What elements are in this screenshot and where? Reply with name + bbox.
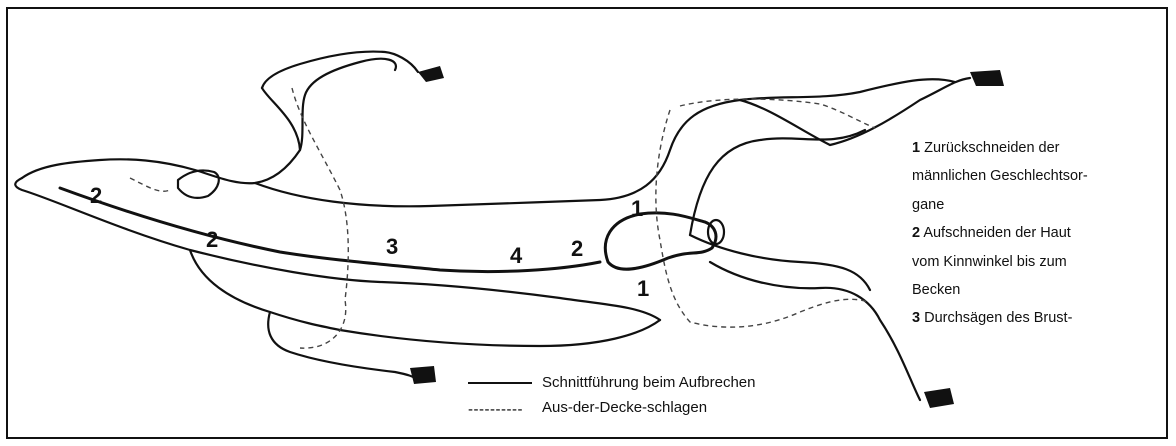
skin-line-rear-upper	[680, 99, 875, 128]
skin-line-front	[292, 88, 348, 348]
hoof-icon	[418, 66, 444, 82]
pelvis-outline	[605, 213, 716, 269]
label-2-head: 2	[90, 185, 102, 207]
solid-line-key-symbol	[468, 382, 532, 384]
label-2-pelvis: 2	[571, 238, 583, 260]
label-1-bottom: 1	[637, 278, 649, 300]
label-3-chest: 3	[386, 236, 398, 258]
legend-line: 1 Zurückschneiden der	[912, 134, 1157, 162]
legend-line: Becken	[912, 276, 1157, 304]
head-outline	[22, 59, 396, 184]
hoof-icon	[410, 366, 436, 384]
legend-line: 2 Aufschneiden der Haut	[912, 219, 1157, 247]
solid-line-key-label: Schnittführung beim Aufbrechen	[542, 374, 755, 391]
label-2-neck: 2	[206, 229, 218, 251]
ear-outline	[178, 170, 219, 198]
label-1-top: 1	[631, 198, 643, 220]
legend-line: 3 Durchsägen des Brust-	[912, 304, 1157, 332]
hoof-icon	[970, 70, 1004, 86]
label-4-belly: 4	[510, 245, 522, 267]
legend-line: vom Kinnwinkel bis zum	[912, 248, 1157, 276]
legend-panel: 1 Zurückschneiden der männlichen Geschle…	[912, 134, 1157, 333]
hoof-icon	[924, 388, 954, 408]
dashed-line-key-symbol: ----------	[468, 401, 523, 418]
snout-outline	[15, 178, 660, 320]
dashed-line-key-label: Aus-der-Decke-schlagen	[542, 399, 707, 416]
back-outline	[255, 79, 955, 206]
legend-line: männlichen Geschlechtsor-	[912, 162, 1157, 190]
legend-line: gane	[912, 191, 1157, 219]
